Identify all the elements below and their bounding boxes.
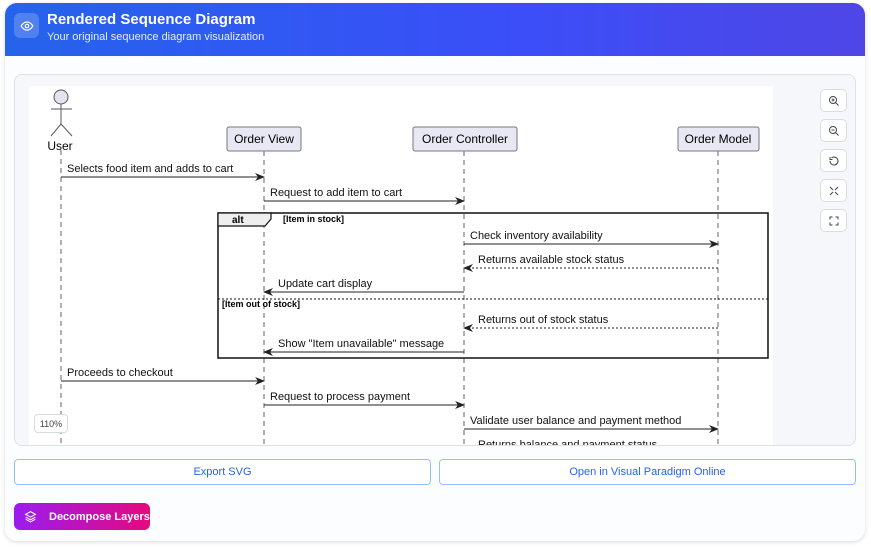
actor-user xyxy=(50,89,73,137)
eye-icon xyxy=(14,13,39,38)
fit-icon xyxy=(829,186,838,195)
reset-icon xyxy=(828,156,838,166)
fullscreen-button[interactable] xyxy=(820,209,847,232)
page-subtitle: Your original sequence diagram visualiza… xyxy=(47,31,265,43)
export-svg-button[interactable]: Export SVG xyxy=(14,459,431,485)
diagram-viewer[interactable]: User Order View Order Controller Order M… xyxy=(14,74,856,446)
decompose-layers-button[interactable]: Decompose Layers xyxy=(14,503,150,530)
page-title: Rendered Sequence Diagram xyxy=(47,11,256,28)
alt-fragment xyxy=(217,212,769,359)
message-label: Returns out of stock status xyxy=(478,314,609,326)
message-label: Check inventory availability xyxy=(470,230,603,242)
message-label: Request to process payment xyxy=(270,391,410,403)
diagram-card: Rendered Sequence Diagram Your original … xyxy=(5,3,865,541)
reset-button[interactable] xyxy=(820,149,847,172)
open-visual-paradigm-button[interactable]: Open in Visual Paradigm Online xyxy=(439,459,856,485)
message-label: Returns balance and payment status xyxy=(478,439,658,446)
participant-order-controller: Order Controller xyxy=(422,132,508,146)
message-label: Selects food item and adds to cart xyxy=(67,163,233,175)
sequence-diagram[interactable]: User Order View Order Controller Order M… xyxy=(29,86,773,446)
fullscreen-icon xyxy=(829,216,838,225)
zoom-out-button[interactable] xyxy=(820,119,847,142)
message-label: Request to add item to cart xyxy=(270,187,402,199)
message-label: Returns available stock status xyxy=(478,254,625,266)
header: Rendered Sequence Diagram Your original … xyxy=(5,3,865,56)
alt-guard-out-of-stock: [Item out of stock] xyxy=(222,299,300,309)
fit-button[interactable] xyxy=(820,179,847,202)
zoom-out-icon xyxy=(828,125,839,136)
participant-order-model: Order Model xyxy=(685,132,752,146)
alt-label: alt xyxy=(232,215,244,226)
participant-user: User xyxy=(47,139,72,153)
alt-guard-in-stock: [Item in stock] xyxy=(283,214,344,224)
zoom-in-icon xyxy=(828,95,839,106)
decompose-layers-label: Decompose Layers xyxy=(49,510,150,523)
zoom-level: 110% xyxy=(34,414,68,433)
message-label: Show "Item unavailable" message xyxy=(278,338,444,350)
message-label: Validate user balance and payment method xyxy=(470,415,681,427)
message-label: Update cart display xyxy=(278,278,373,290)
zoom-in-button[interactable] xyxy=(820,89,847,112)
layers-icon xyxy=(24,511,37,523)
participant-order-view: Order View xyxy=(234,132,294,146)
message-label: Proceeds to checkout xyxy=(67,367,173,379)
